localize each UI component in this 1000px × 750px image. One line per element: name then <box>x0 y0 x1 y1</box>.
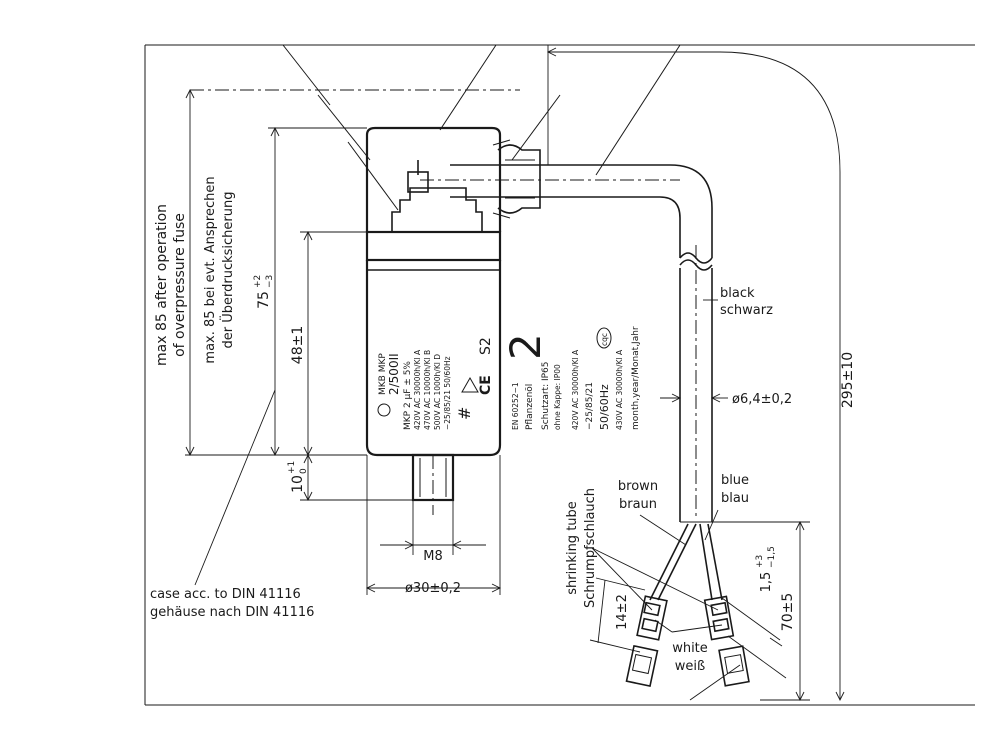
brown-label-de: braun <box>619 497 657 512</box>
marking-norm: EN 60252−1 <box>511 382 520 430</box>
dim-14 <box>589 577 646 653</box>
blue-label-en: blue <box>721 473 749 488</box>
cable-gland <box>492 139 541 219</box>
dim-75-tol-lower: −3 <box>265 275 275 288</box>
big-value: 2 <box>501 333 550 360</box>
section-hatch-lines <box>282 44 681 211</box>
overpressure-label-en-2: of overpressure fuse <box>172 213 188 357</box>
dim-m8-label: M8 <box>423 549 443 564</box>
cqc-text: cqc <box>600 333 609 346</box>
hash-mark: # <box>455 407 474 420</box>
overpressure-label-en-1: max 85 after operation <box>154 204 170 366</box>
dim-dia30-label: ø30±0,2 <box>405 581 461 596</box>
marking-line3: MKP 2 µF ± 5% <box>403 361 413 430</box>
dim-75-label: 75 +2 −3 <box>253 275 275 309</box>
dim-1-5-value: 1,5 <box>759 572 774 593</box>
marking-line6: 500V AC 1000h/Kl D <box>433 354 442 430</box>
dim-70-label: 70±5 <box>780 593 796 631</box>
s2-mark: S2 <box>478 337 494 355</box>
white-label-de: weiß <box>675 659 705 674</box>
vde-triangle-icon <box>461 376 479 393</box>
body-marking-right: 2 EN 60252−1 Pflanzenöl Schutzart: IP65 … <box>501 326 641 430</box>
dim-10 <box>300 453 413 502</box>
left-terminal-lug <box>625 595 668 688</box>
dim-75-value: 75 <box>256 291 272 309</box>
dim-75 <box>268 126 367 457</box>
overpressure-label-de-2: der Überdrucksicherung <box>219 192 236 349</box>
shrink-label-de: Schrumpfschlauch <box>583 488 598 608</box>
black-cable <box>450 164 713 523</box>
dim-10-tol-lower: 0 <box>299 468 309 474</box>
dim-48 <box>300 230 367 457</box>
manufacturer-logo <box>377 403 391 417</box>
dim-295-label: 295±10 <box>840 352 856 408</box>
terminal-block <box>391 160 483 232</box>
dim-dia6 <box>660 393 728 403</box>
dim-1-5-tol-upper: +3 <box>755 555 765 568</box>
case-label-en: case acc. to DIN 41116 <box>150 587 301 602</box>
overpressure-label-de-1: max. 85 bei evt. Ansprechen <box>203 176 218 363</box>
marking-r5: month,year/Monat,Jahr <box>631 326 641 430</box>
black-label-en: black <box>720 286 755 301</box>
dim-m8 <box>380 500 486 555</box>
body-marking-left: MKB MKP 2/500II MKP 2 µF ± 5% 420V AC 30… <box>377 337 494 430</box>
case-label-de: gehäuse nach DIN 41116 <box>150 605 314 620</box>
dim-14-label: 14±2 <box>615 594 630 630</box>
brown-label-en: brown <box>618 479 658 494</box>
dim-max85 <box>185 88 367 457</box>
dim-dia30 <box>365 455 502 595</box>
marking-r4: 430V AC 30000h/Kl A <box>615 349 624 430</box>
dim-75-tol-upper: +2 <box>253 275 263 288</box>
marking-oil: Pflanzenöl <box>525 384 535 430</box>
dim-70 <box>712 520 810 702</box>
white-label-en: white <box>672 641 708 656</box>
marking-r2: −25/85/21 <box>585 382 595 430</box>
marking-line7: −25/85/21 50/60Hz <box>443 356 452 430</box>
m8-stud <box>411 453 455 515</box>
dim-10-value: 10 <box>290 475 306 493</box>
marking-line4: 420V AC 30000h/Kl A <box>413 349 422 430</box>
dim-295 <box>546 45 845 702</box>
dim-10-label: 10 +1 0 <box>287 461 309 493</box>
shrink-label-en: shrinking tube <box>565 501 580 595</box>
dim-1-5-tol-lower: −1,5 <box>767 546 777 568</box>
wire-leaders <box>591 509 741 701</box>
marking-line2: 2/500II <box>387 353 401 395</box>
ce-mark: CE <box>478 375 494 395</box>
marking-protection: Schutzart: IP65 <box>541 362 551 431</box>
marking-cap: ohne Kappe: IP00 <box>553 364 562 430</box>
dim-1-5-label: 1,5 +3 −1,5 <box>755 546 777 592</box>
marking-r3: 50/60Hz <box>598 384 611 430</box>
dim-10-tol-upper: +1 <box>287 461 297 474</box>
black-label-de: schwarz <box>720 303 773 318</box>
dim-48-label: 48±1 <box>290 326 306 364</box>
cqc-logo-icon <box>596 327 612 349</box>
case-leader <box>194 389 276 586</box>
blue-label-de: blau <box>721 491 749 506</box>
marking-line5: 470V AC 10000h/Kl B <box>423 350 432 430</box>
marking-r1: 420V AC 30000h/Kl A <box>571 349 580 430</box>
marking-line1: MKB MKP <box>378 353 388 395</box>
wires <box>649 523 723 601</box>
right-terminal-lug <box>703 595 750 687</box>
dim-1-5 <box>721 597 787 679</box>
dim-dia6-label: ø6,4±0,2 <box>732 392 792 407</box>
